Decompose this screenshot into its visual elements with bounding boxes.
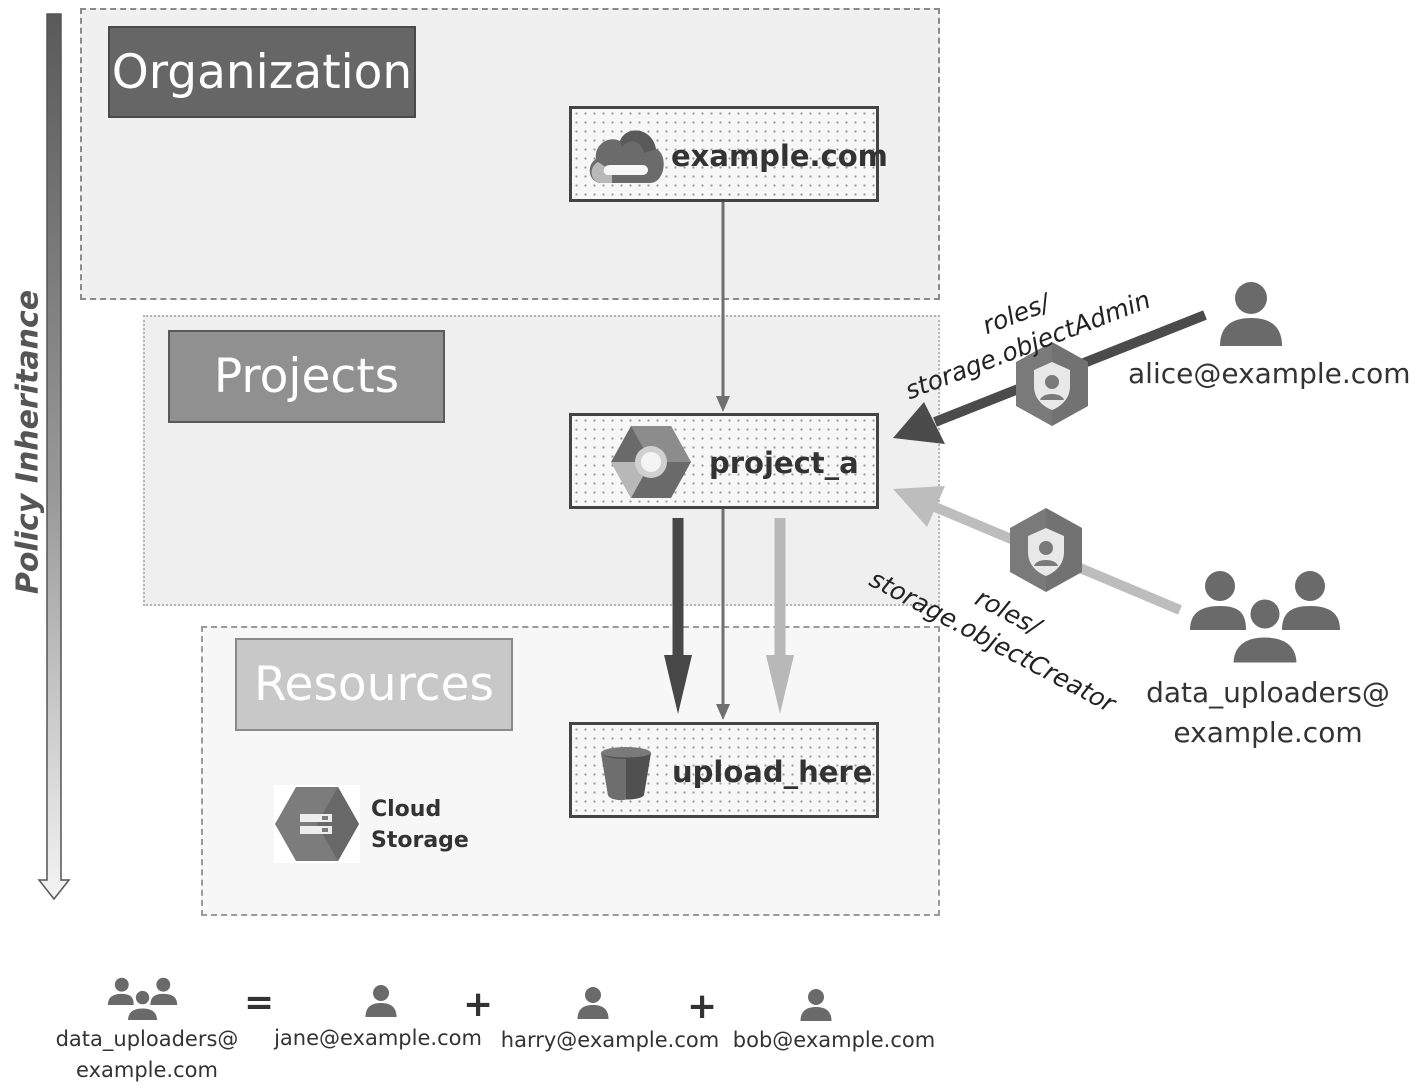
cloud-storage-icon bbox=[274, 785, 360, 863]
bucket-name: upload_here bbox=[672, 755, 873, 789]
group-email-line2: example.com bbox=[1173, 716, 1363, 749]
legend-harry-email: harry@example.com bbox=[500, 1028, 720, 1052]
legend-plus-2: + bbox=[687, 986, 718, 1027]
group-email-line1: data_uploaders@ bbox=[1146, 676, 1390, 709]
role-badge-icon-admin bbox=[1016, 342, 1088, 426]
resources-level-label: Resources bbox=[235, 638, 513, 731]
organization-name: example.com bbox=[671, 139, 888, 173]
cloud-storage-line1: Cloud bbox=[371, 797, 442, 822]
alice-email: alice@example.com bbox=[1128, 357, 1411, 390]
bucket-node[interactable]: upload_here bbox=[569, 722, 879, 818]
legend-user-icon-jane bbox=[365, 985, 397, 1017]
legend-jane-email: jane@example.com bbox=[274, 1026, 482, 1050]
legend-user-icon-harry bbox=[577, 987, 609, 1019]
legend-group-line2: example.com bbox=[76, 1058, 218, 1082]
cloud-storage-label: Cloud Storage bbox=[371, 794, 469, 856]
legend-user-icon-bob bbox=[800, 989, 832, 1021]
organization-node[interactable]: example.com bbox=[569, 106, 888, 202]
project-hex-icon bbox=[611, 426, 691, 498]
bucket-icon bbox=[601, 747, 651, 801]
legend-group-icon bbox=[107, 977, 178, 1022]
organization-level-label: Organization bbox=[108, 26, 416, 118]
legend-bob-email: bob@example.com bbox=[732, 1028, 936, 1052]
project-name: project_a bbox=[709, 446, 859, 480]
project-node[interactable]: project_a bbox=[569, 413, 879, 509]
user-icon-alice[interactable] bbox=[1218, 280, 1284, 348]
google-cloud-icon bbox=[589, 130, 664, 183]
role-badge-icon-creator bbox=[1010, 508, 1082, 592]
group-icon-data-uploaders[interactable] bbox=[1188, 568, 1344, 666]
projects-level-label: Projects bbox=[168, 330, 445, 423]
legend-plus-1: + bbox=[463, 984, 494, 1025]
legend-equals: = bbox=[244, 982, 275, 1023]
cloud-storage-line2: Storage bbox=[371, 828, 469, 854]
legend-group-line1: data_uploaders@ bbox=[55, 1027, 239, 1051]
